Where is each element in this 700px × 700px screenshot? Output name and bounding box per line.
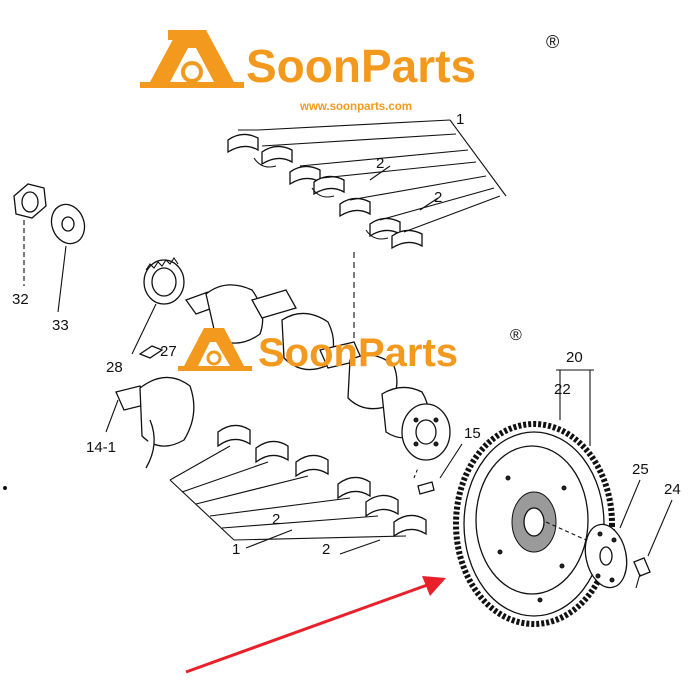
middle-registered-mark: ®	[510, 327, 522, 344]
lower-bearing-shells: 2 1 2	[169, 424, 427, 558]
callout-33: 33	[52, 317, 69, 334]
callout-14-1: 14-1	[86, 439, 116, 456]
middle-watermark-logo: SoonParts ®	[178, 327, 522, 375]
nut-part-32: 32	[12, 183, 47, 308]
key-part-27: 27	[138, 343, 177, 360]
callout-24: 24	[664, 481, 681, 498]
callout-1-bottom: 1	[232, 541, 240, 558]
callout-1-top: 1	[456, 111, 464, 128]
top-brand-url: www.soonparts.com	[299, 101, 412, 113]
callout-28: 28	[106, 359, 123, 376]
callout-2-top-a: 2	[376, 155, 384, 172]
callout-2-top-b: 2	[434, 189, 442, 206]
callout-2-bottom-b: 2	[322, 541, 330, 558]
washer-part-33: 33	[50, 203, 86, 334]
callout-2-bottom-a: 2	[272, 511, 280, 528]
callout-22: 22	[554, 381, 571, 398]
callout-25: 25	[632, 461, 649, 478]
stray-dot	[3, 486, 7, 490]
top-registered-mark: ®	[546, 32, 559, 52]
flywheel-assembly-part-20: 20 22	[453, 349, 615, 627]
top-watermark-logo: SoonParts ® www.soonparts.com	[140, 30, 559, 113]
brand-logo-icon-small	[178, 328, 252, 371]
callout-27: 27	[160, 343, 177, 360]
callout-20: 20	[566, 349, 583, 366]
reinforcement-plate-part-25: 25	[584, 461, 649, 589]
upper-bearing-shells: 1 2 2	[227, 111, 507, 372]
crankshaft-part-14-1: 14-1	[86, 376, 195, 469]
brand-logo-icon	[140, 30, 244, 88]
callout-15: 15	[464, 425, 481, 442]
callout-32: 32	[12, 291, 29, 308]
middle-brand-wordmark: SoonParts	[258, 331, 458, 375]
top-brand-wordmark: SoonParts	[246, 40, 476, 92]
timing-gear-part-28: 28	[106, 257, 185, 376]
red-pointer-arrow	[185, 576, 446, 674]
flywheel-bolt-part-24: 24	[633, 481, 681, 589]
dowel-pin-part-15: 15	[413, 425, 481, 495]
